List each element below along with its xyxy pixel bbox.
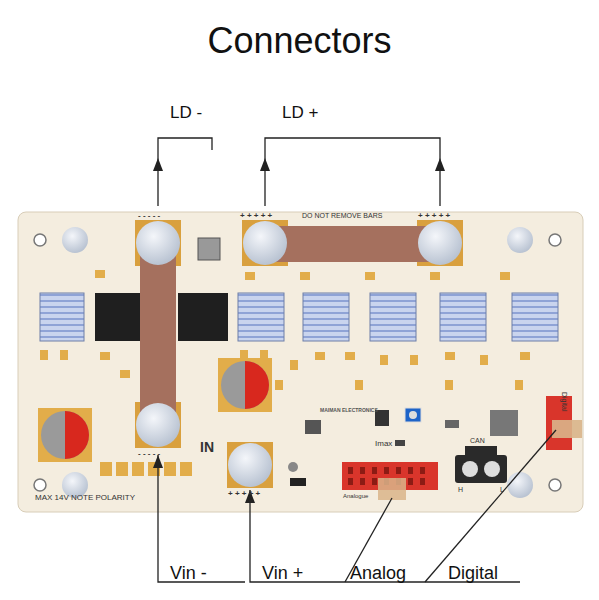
silkscreen-label: Digital [561,392,568,411]
polarity-mark: + + + + + [228,490,260,498]
connector-label: LD - [170,104,202,121]
connector-label: LD + [282,104,318,121]
brand-logo-text: MAIMAN ELECTRONICS [320,408,378,413]
silkscreen-label: L [500,486,504,493]
connector-label: Analog [350,564,406,582]
polarity-mark: + + + + + [240,212,272,220]
connector-label: Vin + [262,564,303,582]
polarity-mark: + + + + + [418,212,450,220]
silkscreen-label: IN [200,440,214,454]
diagram-title: Connectors [0,20,599,62]
polarity-mark: - - - - - [138,212,160,220]
connector-label: Digital [448,564,498,582]
connector-label: Vin - [170,564,207,582]
silkscreen-note: DO NOT REMOVE BARS [302,212,382,219]
silkscreen-label: Imax [375,440,392,448]
silkscreen-label: H [458,486,463,493]
silkscreen-label: Analogue [343,493,368,499]
polarity-mark: - - - - - [138,450,160,458]
silkscreen-label: CAN [470,437,485,444]
silkscreen-note: MAX 14V NOTE POLARITY [35,494,135,502]
